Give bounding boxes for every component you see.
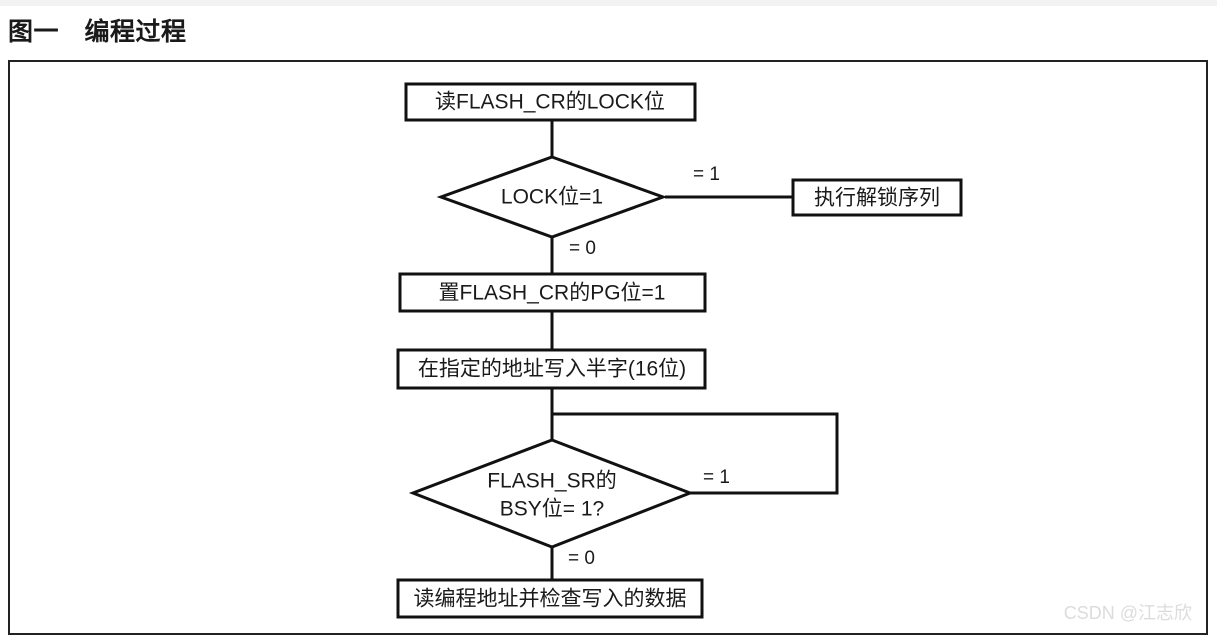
top-gray-strip xyxy=(0,0,1217,6)
csdn-watermark: CSDN @江志欣 xyxy=(1063,603,1192,623)
node-read-lock-bit-label: 读FLASH_CR的LOCK位 xyxy=(435,91,665,114)
node-lock-decision-label: LOCK位=1 xyxy=(501,186,603,209)
node-lock-decision[interactable] xyxy=(436,155,668,239)
figure-frame: 读FLASH_CR的LOCK位 LOCK位=1 = 1 = 0 执行解锁序列 置… xyxy=(8,60,1208,635)
node-unlock-sequence-label: 执行解锁序列 xyxy=(814,187,940,210)
node-set-pg-bit[interactable] xyxy=(398,272,707,313)
edge-label-bsy-no: = 0 xyxy=(568,548,595,569)
node-unlock-sequence[interactable] xyxy=(791,178,963,217)
connector-bsy-yes-feedback-loop xyxy=(552,412,839,495)
node-bsy-decision-label-line1: FLASH_SR的 xyxy=(487,470,617,493)
node-read-lock-bit[interactable] xyxy=(404,82,697,122)
node-verify-data-label: 读编程地址并检查写入的数据 xyxy=(414,588,687,611)
edge-label-lock-yes: = 1 xyxy=(693,164,720,185)
edge-label-lock-no: = 0 xyxy=(569,238,596,259)
edge-label-bsy-yes: = 1 xyxy=(703,467,730,488)
node-bsy-decision[interactable] xyxy=(408,438,695,549)
node-bsy-decision-label-line2: BSY位= 1? xyxy=(500,498,604,521)
node-write-halfword-label: 在指定的地址写入半字(16位) xyxy=(418,358,686,381)
node-verify-data[interactable] xyxy=(396,578,704,619)
node-set-pg-bit-label: 置FLASH_CR的PG位=1 xyxy=(439,282,666,305)
node-write-halfword[interactable] xyxy=(396,348,707,390)
flowchart-diagram: 读FLASH_CR的LOCK位 LOCK位=1 = 1 = 0 执行解锁序列 置… xyxy=(396,82,963,619)
page-title: 图一 编程过程 xyxy=(8,19,187,46)
